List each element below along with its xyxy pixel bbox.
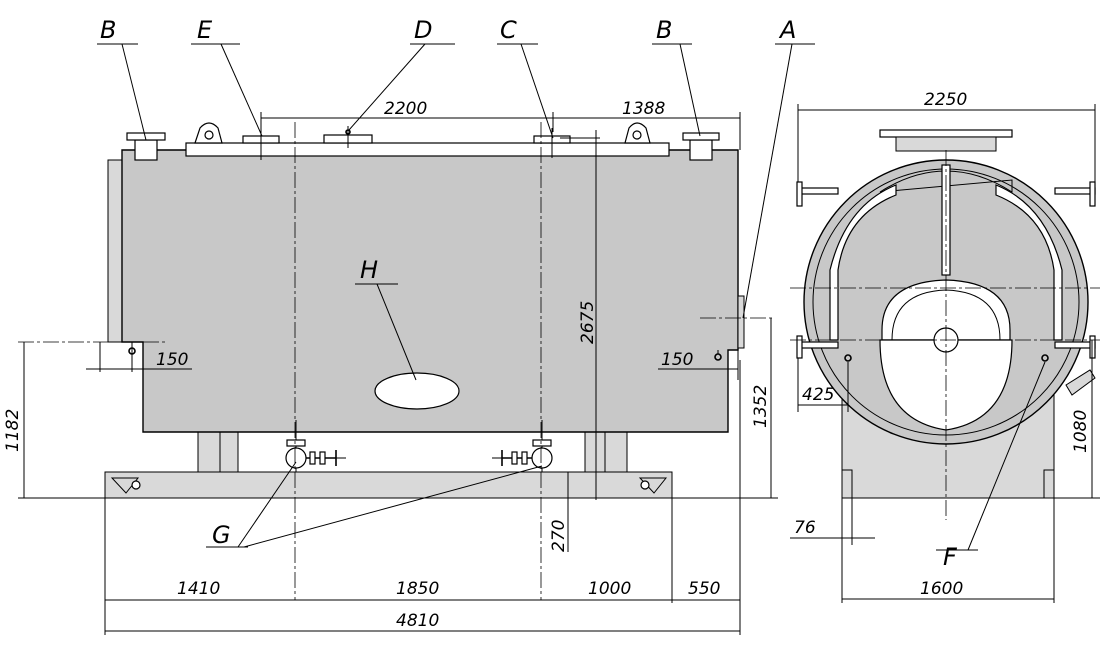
label-c: C xyxy=(500,16,517,44)
lifting-lug-right xyxy=(624,122,651,144)
label-b-right: B xyxy=(656,16,672,44)
dim-1352: 1352 xyxy=(751,385,771,428)
side-view xyxy=(790,104,1100,603)
support-leg-right xyxy=(584,431,628,473)
dim-2200: 2200 xyxy=(384,99,427,119)
dim-76: 76 xyxy=(794,518,816,538)
drain-valve-g-right xyxy=(492,420,553,472)
label-b-left: B xyxy=(100,16,116,44)
label-f: F xyxy=(943,543,958,571)
dim-550: 550 xyxy=(688,579,720,599)
dim-1850: 1850 xyxy=(396,579,439,599)
burner-flange-a xyxy=(737,295,745,349)
dim-1388: 1388 xyxy=(622,99,665,119)
label-a: A xyxy=(778,16,796,44)
dim-1080: 1080 xyxy=(1071,410,1091,453)
nozzle-b-right xyxy=(682,132,720,161)
dim-425: 425 xyxy=(802,385,834,405)
dim-4810: 4810 xyxy=(396,611,439,631)
base-frame xyxy=(104,471,673,499)
dim-1000: 1000 xyxy=(588,579,631,599)
rear-end-plate xyxy=(107,159,123,343)
support-leg-left xyxy=(197,431,239,473)
dim-1600: 1600 xyxy=(920,579,963,599)
label-g: G xyxy=(212,521,231,549)
part-labels: B E D C B A H G F xyxy=(100,16,958,571)
front-view xyxy=(18,43,815,635)
side-dimensions xyxy=(790,104,1100,603)
dim-2675: 2675 xyxy=(578,301,598,344)
label-e: E xyxy=(197,16,213,44)
dim-2250: 2250 xyxy=(924,90,967,110)
lifting-lug-left xyxy=(194,122,223,144)
dim-150-right: 150 xyxy=(661,350,693,370)
label-h: H xyxy=(360,256,378,284)
dim-270: 270 xyxy=(549,520,569,552)
label-d: D xyxy=(414,16,432,44)
side-top-plate xyxy=(879,129,1013,138)
dim-1182: 1182 xyxy=(3,409,23,452)
leaders xyxy=(97,43,815,548)
dim-150-left: 150 xyxy=(156,350,188,370)
nozzle-b-left xyxy=(126,132,166,161)
dim-1410: 1410 xyxy=(177,579,220,599)
top-cover-strip xyxy=(185,142,670,157)
drain-valve-g-left xyxy=(285,420,346,472)
inspection-hatch-h xyxy=(374,372,460,410)
dimension-text: 2200 1388 2675 150 150 1182 1352 270 141… xyxy=(3,90,1091,631)
front-dimensions xyxy=(18,112,778,635)
